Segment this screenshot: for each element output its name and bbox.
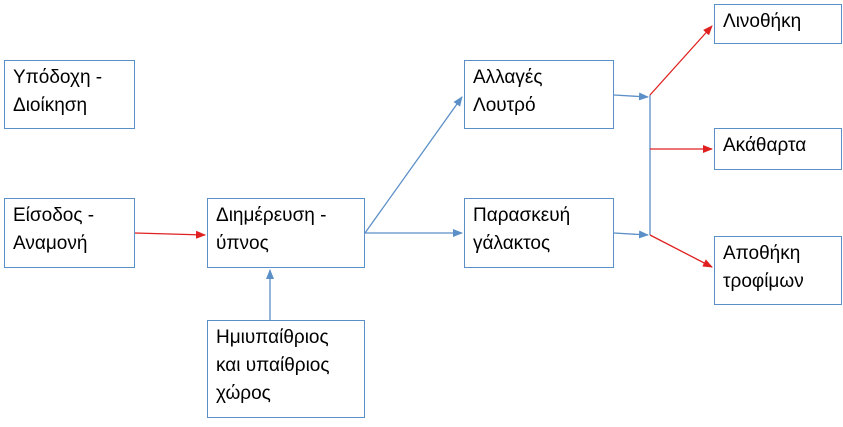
node-label: Ημιυπαίθριος και υπαίθριος χώρος xyxy=(216,327,330,404)
node-label: Είσοδος - Αναμονή xyxy=(13,205,95,254)
node-dimereusi-ypnos: Διημέρευση - ύπνος xyxy=(207,198,365,268)
node-label: Λινοθήκη xyxy=(723,11,802,32)
node-ypodoxi-dioikisi: Υπόδοχη - Διοίκηση xyxy=(4,60,135,129)
node-label: Ακάθαρτα xyxy=(723,135,807,156)
node-label: Υπόδοχη - Διοίκηση xyxy=(13,67,103,116)
arrow-allages-to-junction xyxy=(613,92,649,101)
node-label: Διημέρευση - ύπνος xyxy=(216,205,327,254)
arrow-junction-to-linothiki xyxy=(649,25,713,96)
arrow-paraskevi-to-junction xyxy=(613,230,649,239)
node-akatharta: Ακάθαρτα xyxy=(714,128,842,170)
node-label: Παρασκευή γάλακτος xyxy=(473,205,571,254)
node-apothiki-trofimon: Αποθήκη τροφίμων xyxy=(714,236,842,305)
arrow-eisodos-to-dimereusi xyxy=(134,230,206,239)
node-eisodos-anamoni: Είσοδος - Αναμονή xyxy=(4,198,135,268)
node-allages-loutro: Αλλαγές Λουτρό xyxy=(464,60,614,129)
node-label: Αλλαγές Λουτρό xyxy=(473,67,543,116)
node-label: Αποθήκη τροφίμων xyxy=(723,243,804,292)
node-imiypaithrios-xoros: Ημιυπαίθριος και υπαίθριος χώρος xyxy=(207,320,365,418)
arrow-dimereusi-to-allages xyxy=(364,96,463,234)
node-paraskevi-galaktos: Παρασκευή γάλακτος xyxy=(464,198,614,268)
node-linothiki: Λινοθήκη xyxy=(714,4,842,44)
arrow-junction-to-apothiki xyxy=(649,234,713,268)
